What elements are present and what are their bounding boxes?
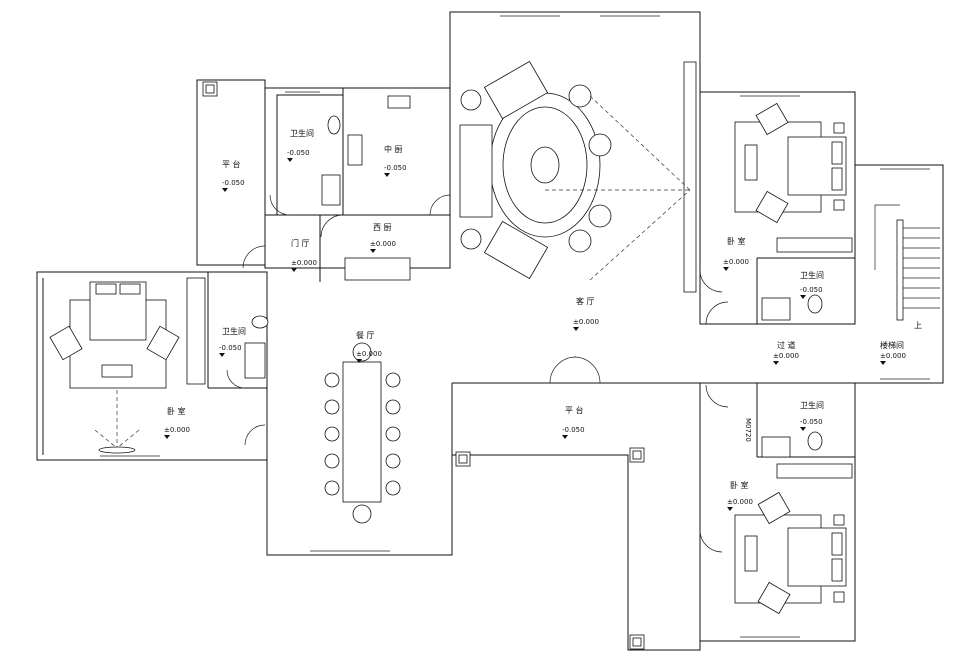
door-swings bbox=[226, 194, 729, 553]
room-elevation: ±0.000 bbox=[573, 318, 599, 326]
living-room-furniture bbox=[459, 60, 697, 293]
room-elevation: -0.050 bbox=[384, 164, 407, 172]
room-name: 餐 厅 bbox=[356, 331, 375, 340]
room-label-terrace-south: 平 台 -0.050 bbox=[562, 405, 585, 434]
room-name: 客 厅 bbox=[576, 296, 595, 306]
room-label-bath-ne: 卫生间 -0.050 bbox=[800, 270, 824, 294]
room-elevation: ±0.000 bbox=[723, 258, 749, 266]
room-name: 卧 室 bbox=[727, 236, 746, 246]
west-bedroom-furniture bbox=[49, 277, 206, 454]
room-elevation: ±0.000 bbox=[356, 350, 382, 358]
room-elevation: -0.050 bbox=[800, 418, 823, 426]
room-label-dining: 餐 厅 ±0.000 bbox=[356, 331, 382, 358]
room-label-bedroom-west: 卧 室 ±0.000 bbox=[164, 406, 190, 434]
room-name: 楼梯间 bbox=[880, 340, 904, 350]
room-label-bath-se: 卫生间 -0.050 bbox=[800, 400, 824, 426]
room-elevation: -0.050 bbox=[287, 149, 310, 157]
stair-treads bbox=[874, 204, 940, 321]
room-name: 西 厨 bbox=[373, 223, 392, 232]
room-label-terrace-nw: 平 台 -0.050 bbox=[222, 159, 245, 187]
columns bbox=[202, 81, 645, 650]
room-elevation: ±0.000 bbox=[727, 498, 753, 506]
room-label-living: 客 厅 ±0.000 bbox=[573, 296, 599, 326]
room-label-corridor: 过 道 ±0.000 bbox=[773, 340, 799, 360]
dining-table bbox=[324, 342, 401, 524]
door-code-label: M0720 bbox=[744, 418, 752, 442]
room-label-stair: 楼梯间 ±0.000 上 bbox=[880, 321, 922, 360]
room-label-bedroom-se: 卧 室 ±0.000 bbox=[727, 480, 753, 506]
room-label-foyer: 门 厅 ±0.000 bbox=[291, 238, 317, 267]
elevation-markers bbox=[164, 158, 886, 511]
room-label-kitchen-west: 西 厨 ±0.000 bbox=[370, 223, 396, 248]
room-elevation: ±0.000 bbox=[370, 240, 396, 248]
ne-bedroom-furniture bbox=[734, 102, 853, 253]
room-elevation: ±0.000 bbox=[773, 352, 799, 360]
room-label-bath-north: 卫生间 -0.050 bbox=[287, 128, 314, 157]
walls bbox=[36, 11, 944, 651]
room-elevation: ±0.000 bbox=[291, 259, 317, 267]
room-name: 卧 室 bbox=[167, 406, 186, 416]
se-bedroom-furniture bbox=[734, 463, 853, 615]
room-name: 平 台 bbox=[565, 405, 584, 415]
room-elevation: -0.050 bbox=[562, 426, 585, 434]
room-label-bath-west: 卫生间 -0.050 bbox=[219, 326, 246, 352]
room-name: 过 道 bbox=[777, 340, 796, 350]
room-elevation: -0.050 bbox=[222, 179, 245, 187]
stair-up-label: 上 bbox=[914, 321, 922, 330]
room-name: 卧 室 bbox=[730, 480, 749, 490]
room-name: 卫生间 bbox=[800, 270, 824, 280]
room-label-kitchen-cn: 中 厨 -0.050 bbox=[384, 144, 407, 172]
room-label-bedroom-ne: 卧 室 ±0.000 bbox=[723, 236, 749, 266]
room-elevation: -0.050 bbox=[219, 344, 242, 352]
room-name: 门 厅 bbox=[291, 238, 310, 248]
room-name: 卫生间 bbox=[222, 326, 246, 336]
room-elevation: -0.050 bbox=[800, 286, 823, 294]
room-name: 中 厨 bbox=[384, 144, 403, 154]
fixtures bbox=[244, 95, 823, 458]
room-elevation: ±0.000 bbox=[164, 426, 190, 434]
room-name: 卫生间 bbox=[290, 128, 314, 138]
room-name: 卫生间 bbox=[800, 400, 824, 410]
room-name: 平 台 bbox=[222, 159, 241, 169]
room-elevation: ±0.000 bbox=[880, 352, 906, 360]
